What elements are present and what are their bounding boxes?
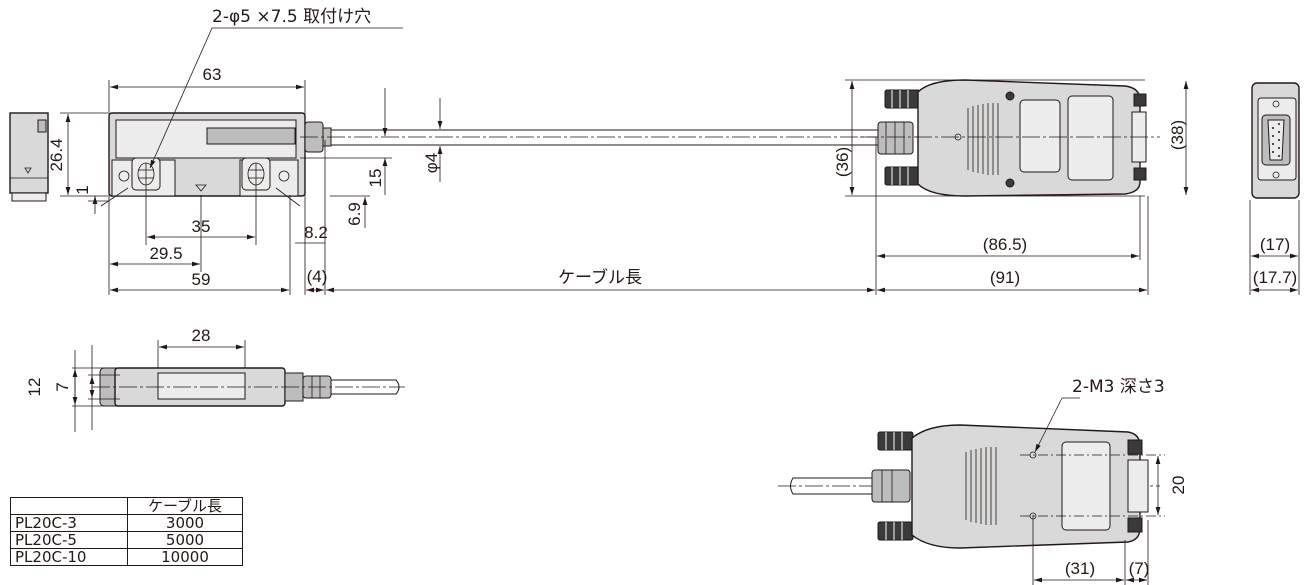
model-cell: PL20C-5 <box>10 531 128 549</box>
dim-6-9: 6.9 <box>345 202 364 226</box>
dim-4-paren: (4) <box>307 267 328 286</box>
dimension-lines <box>60 27 1298 583</box>
dimension-labels: 2-φ5 ×7.5 取付け穴 2-M3 深さ3 ケーブル長 63 26.4 1 … <box>25 7 1297 578</box>
table-header-row: ケーブル長 <box>10 497 243 515</box>
dim-1: 1 <box>73 185 92 194</box>
dim-15: 15 <box>366 169 385 188</box>
dim-38: (38) <box>1168 120 1187 150</box>
length-cell: 10000 <box>127 548 243 566</box>
connector-front-view <box>845 79 1160 295</box>
table-row: PL20C-10 10000 <box>10 548 243 566</box>
connector-bottom-view <box>778 424 1165 585</box>
dim-12: 12 <box>25 378 44 397</box>
cable-length-label: ケーブル長 <box>558 267 642 288</box>
tap-hole-label: 2-M3 深さ3 <box>1072 377 1165 397</box>
dim-17: (17) <box>1260 235 1290 254</box>
dim-20: 20 <box>1169 476 1188 495</box>
model-cell: PL20C-3 <box>10 514 128 532</box>
cable-length-table: ケーブル長 PL20C-3 3000 PL20C-5 5000 PL20C-10… <box>10 497 243 566</box>
dim-7: 7 <box>53 382 72 391</box>
table-row: PL20C-5 5000 <box>10 531 243 549</box>
sensor-end-view <box>9 112 49 202</box>
dim-26-4: 26.4 <box>47 138 66 171</box>
dim-17-7: (17.7) <box>1253 268 1297 287</box>
dim-59: 59 <box>192 270 211 289</box>
model-cell: PL20C-10 <box>10 548 128 566</box>
table-row: PL20C-3 3000 <box>10 514 243 532</box>
dim-91: (91) <box>990 268 1020 287</box>
length-cell: 5000 <box>127 531 243 549</box>
table-header-length: ケーブル長 <box>127 497 243 515</box>
dim-28: 28 <box>192 326 211 345</box>
dim-29-5: 29.5 <box>149 244 182 263</box>
mount-hole-label: 2-φ5 ×7.5 取付け穴 <box>212 7 371 27</box>
dim-phi4: φ4 <box>422 153 441 173</box>
dim-8-2: 8.2 <box>304 223 328 242</box>
sensor-front-view <box>100 80 960 295</box>
dim-86-5: (86.5) <box>983 235 1027 254</box>
connector-end-view <box>1249 82 1300 295</box>
dim-31: (31) <box>1065 559 1095 578</box>
sensor-side-view <box>74 340 405 432</box>
dim-63: 63 <box>203 65 222 84</box>
dim-7-paren: (7) <box>1129 559 1150 578</box>
dim-35: 35 <box>192 217 211 236</box>
table-header-model <box>10 497 128 515</box>
length-cell: 3000 <box>127 514 243 532</box>
dim-36: (36) <box>833 147 852 177</box>
